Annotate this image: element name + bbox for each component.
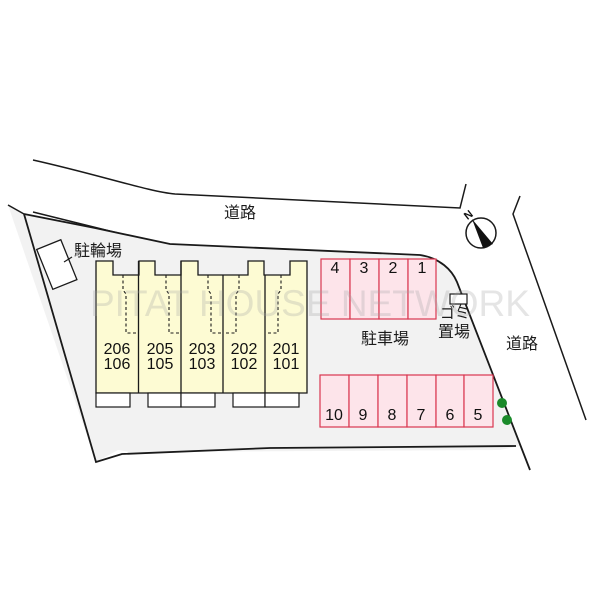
parking-spot-number: 1 [417, 260, 427, 277]
unit-upper-number: 202 [230, 341, 258, 358]
unit-lower-number: 103 [188, 356, 216, 373]
garbage-box [449, 293, 468, 305]
parking-spot-number: 10 [325, 407, 343, 424]
road-label-right: 道路 [506, 334, 539, 353]
unit-label: 206 106 [96, 341, 138, 373]
unit-label: 203 103 [181, 341, 223, 373]
apartment-building [95, 260, 308, 408]
unit-upper-number: 203 [188, 341, 216, 358]
unit-lower-number: 105 [146, 356, 174, 373]
tree-icon [502, 415, 512, 425]
unit-label: 201 101 [265, 341, 307, 373]
garbage-label-line1: ゴミ [440, 304, 471, 322]
compass-north-icon: N [462, 208, 497, 249]
parking-spot-number: 2 [388, 260, 398, 277]
parking-spot-number: 3 [359, 260, 369, 277]
garbage-label-line2: 置場 [438, 322, 471, 341]
unit-label: 202 102 [223, 341, 265, 373]
bicycle-parking-label: 駐輪場 [74, 241, 123, 260]
parking-row-bottom [319, 374, 494, 428]
parking-lot-label: 駐車場 [361, 329, 410, 348]
parking-spot-number: 5 [473, 407, 483, 424]
parking-spot-number: 4 [330, 260, 340, 277]
lot-boundary-left-bottom [23, 213, 517, 464]
unit-upper-number: 206 [103, 341, 131, 358]
road-top-far-edge [32, 159, 467, 209]
unit-lower-number: 101 [272, 356, 300, 373]
unit-upper-number: 201 [272, 341, 300, 358]
parking-spot-number: 6 [445, 407, 455, 424]
unit-lower-number: 106 [103, 356, 131, 373]
parking-row-top [320, 258, 437, 320]
bicycle-parking-shed [35, 238, 78, 291]
lot-boundary-top-right [23, 213, 531, 471]
parking-spot-number: 9 [358, 407, 368, 424]
tree-icon [497, 398, 507, 408]
unit-upper-number: 205 [146, 341, 174, 358]
unit-label: 205 105 [139, 341, 181, 373]
unit-lower-number: 102 [230, 356, 258, 373]
watermark: PITAT HOUSE NETWORK [90, 283, 530, 324]
road-label-top: 道路 [224, 203, 257, 222]
parking-spot-number: 8 [387, 407, 397, 424]
parking-spot-number: 7 [416, 407, 426, 424]
road-right-far-edge [512, 195, 587, 421]
